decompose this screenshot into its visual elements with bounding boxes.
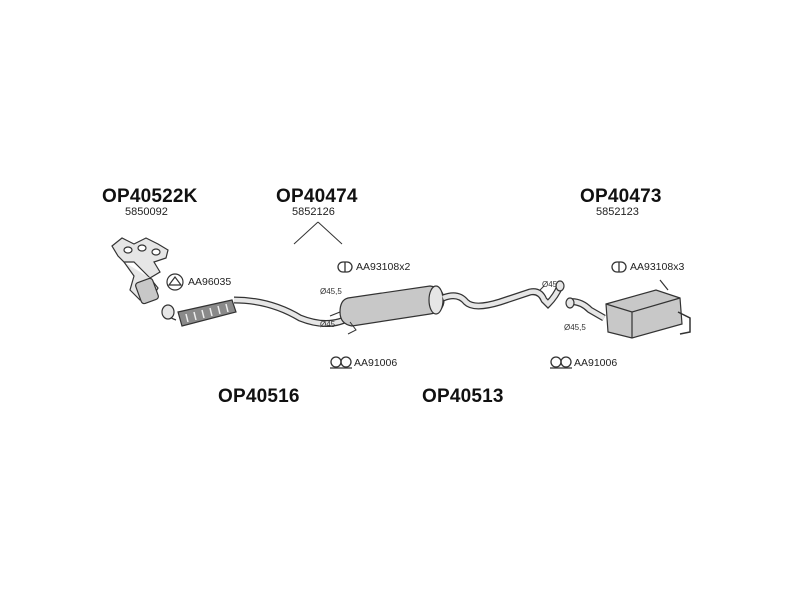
hanger-middle-label: AA91006: [354, 357, 398, 369]
manifold-part-code: OP40522K: [102, 186, 198, 207]
gasket-ring-icon: [166, 273, 184, 291]
down-pipe: [161, 296, 354, 327]
middle-section-part-code: OP40513: [422, 386, 504, 407]
diameter-label: Ø45,5: [320, 287, 342, 296]
clamp-middle-label: AA93108x2: [356, 261, 411, 273]
middle-muffler: [329, 285, 445, 327]
middle-pipe: [441, 280, 565, 310]
front-pipe-part-code: OP40474: [276, 186, 358, 207]
diameter-label: Ø45: [542, 280, 558, 289]
clamp-rear-label: AA93108x3: [630, 261, 685, 273]
clamp-bracket: [347, 285, 545, 335]
diameter-label: Ø45: [320, 320, 336, 329]
rear-muffler-part-number: 5852123: [596, 206, 639, 218]
front-pipe-bracket: [293, 221, 343, 245]
front-pipe-part-number: 5852126: [292, 206, 335, 218]
hanger-rear-label: AA91006: [574, 357, 618, 369]
clamp-icon: [337, 261, 627, 273]
diameter-label: Ø45,5: [564, 323, 586, 332]
gasket-label: AA96035: [188, 276, 232, 288]
exhaust-manifold: [111, 237, 169, 305]
rear-muffler: [565, 279, 691, 339]
rear-muffler-part-code: OP40473: [580, 186, 662, 207]
down-pipe-part-code: OP40516: [218, 386, 300, 407]
hanger-icon: [330, 356, 572, 369]
manifold-part-number: 5850092: [125, 206, 168, 218]
